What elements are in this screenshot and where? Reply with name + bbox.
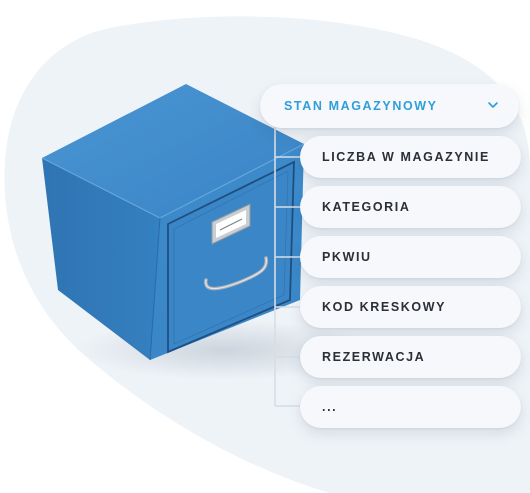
dropdown-item-pkwiu[interactable]: PKWIU: [300, 236, 521, 278]
dropdown-title: STAN MAGAZYNOWY: [284, 99, 438, 113]
chevron-down-icon[interactable]: [487, 99, 499, 111]
dropdown-item-kategoria[interactable]: KATEGORIA: [300, 186, 521, 228]
dropdown-item-rezerwacja[interactable]: REZERWACJA: [300, 336, 521, 378]
dropdown-item-label: PKWIU: [322, 250, 372, 264]
dropdown-item-label: ...: [322, 400, 338, 414]
dropdown-item-liczba-w-magazynie[interactable]: LICZBA W MAGAZYNIE: [300, 136, 521, 178]
cabinet-side: [42, 158, 160, 360]
dropdown-item-label: KOD KRESKOWY: [322, 300, 447, 314]
dropdown-item-label: LICZBA W MAGAZYNIE: [322, 150, 490, 164]
dropdown-header-stan-magazynowy[interactable]: STAN MAGAZYNOWY: [260, 84, 519, 128]
dropdown-item-more[interactable]: ...: [300, 386, 521, 428]
dropdown-item-label: REZERWACJA: [322, 350, 426, 364]
cabinet-top: [42, 84, 304, 218]
dropdown-item-kod-kreskowy[interactable]: KOD KRESKOWY: [300, 286, 521, 328]
dropdown-item-label: KATEGORIA: [322, 200, 411, 214]
